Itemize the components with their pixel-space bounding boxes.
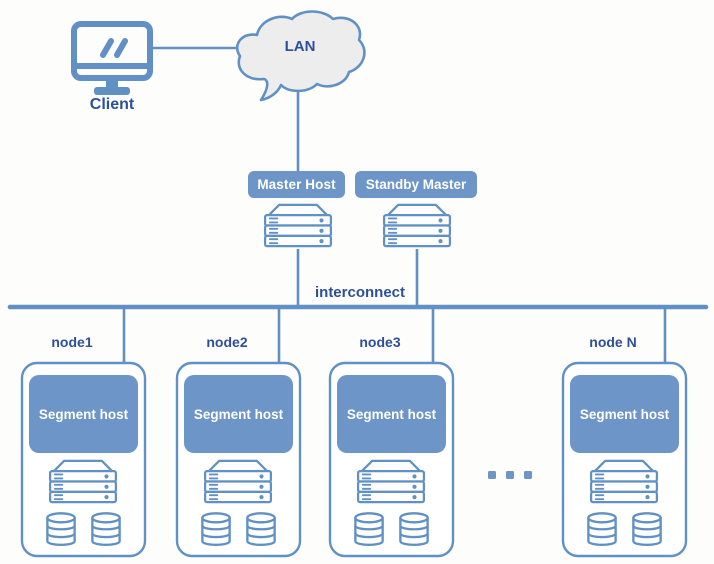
master-server-rack-icon [263,203,333,248]
ellipsis-icon [488,471,532,479]
standby-server-rack-icon [382,203,452,248]
standby-master-badge: Standby Master [355,171,477,198]
node3-label: node3 [359,334,401,350]
node-n-label: node N [589,334,637,350]
interconnect-label: interconnect [314,284,405,301]
segment-host-badge-2: Segment host [184,375,293,453]
segment-host-badge-4: Segment host [570,375,679,453]
segment-host-badge-1: Segment host [29,375,138,453]
master-host-badge: Master Host [248,171,345,198]
lan-label: LAN [284,38,316,55]
node2-label: node2 [206,334,248,350]
cloud-icon [235,10,366,102]
node1-label: node1 [51,334,93,350]
database-cylinder-icons [46,512,662,547]
client-label: Client [89,96,135,113]
segment-host-badge-3: Segment host [337,375,446,453]
monitor-icon [74,24,150,95]
segment-server-rack-icons [48,459,659,504]
